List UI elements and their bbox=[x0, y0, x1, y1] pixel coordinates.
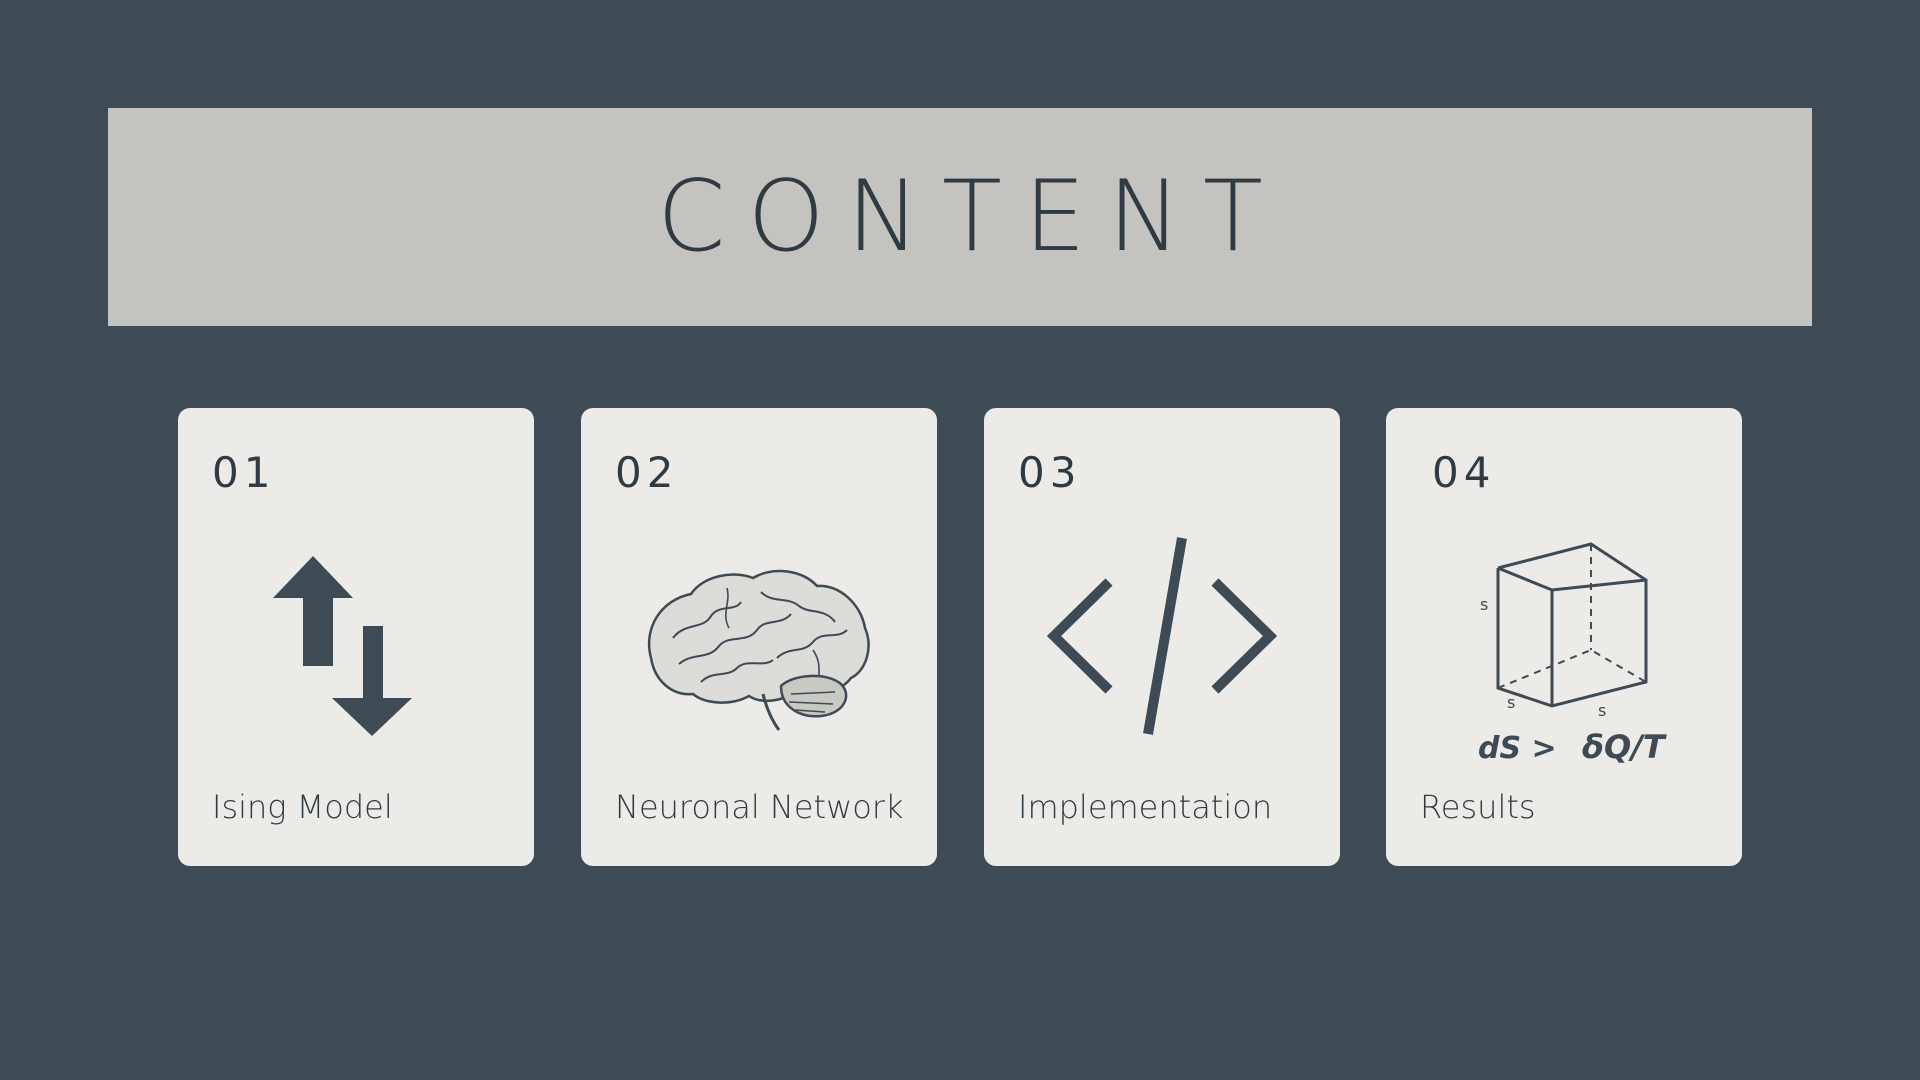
box-mark: s bbox=[1480, 595, 1488, 614]
formula-lhs: dS > bbox=[1478, 731, 1557, 766]
card-ising-model[interactable]: 01 Ising Model bbox=[178, 408, 534, 866]
card-number: 03 bbox=[1018, 448, 1082, 497]
code-brackets-icon bbox=[984, 518, 1340, 768]
entropy-box-icon: s s s dS > δQ/T bbox=[1386, 518, 1742, 768]
box-mark: s bbox=[1598, 701, 1606, 720]
card-label: Implementation bbox=[1018, 788, 1273, 826]
card-label: Results bbox=[1420, 788, 1536, 826]
card-results[interactable]: 04 s s s dS > δQ/T Results bbox=[1386, 408, 1742, 866]
up-down-arrows-icon bbox=[178, 518, 534, 768]
card-number: 01 bbox=[212, 448, 276, 497]
card-number: 02 bbox=[615, 448, 679, 497]
title-banner: CONTENT bbox=[108, 108, 1812, 326]
card-label: Neuronal Network bbox=[615, 788, 904, 826]
box-mark: s bbox=[1507, 693, 1515, 712]
brain-icon bbox=[581, 518, 937, 768]
card-neuronal-network[interactable]: 02 Neuronal Network bbox=[581, 408, 937, 866]
page-title: CONTENT bbox=[657, 160, 1285, 274]
card-implementation[interactable]: 03 Implementation bbox=[984, 408, 1340, 866]
card-label: Ising Model bbox=[212, 788, 393, 826]
formula-rhs: δQ/T bbox=[1582, 728, 1667, 766]
card-number: 04 bbox=[1432, 448, 1496, 497]
